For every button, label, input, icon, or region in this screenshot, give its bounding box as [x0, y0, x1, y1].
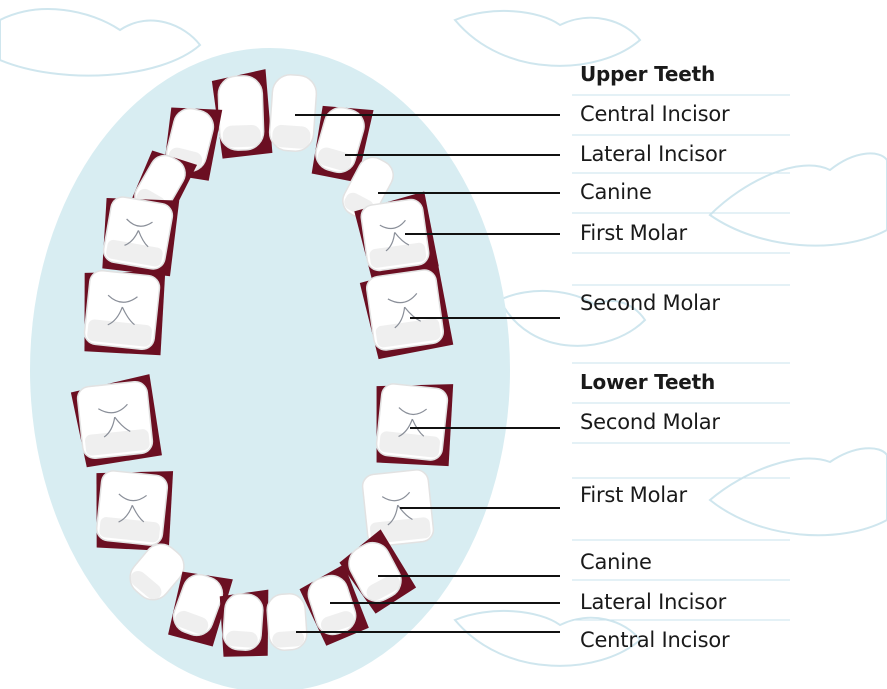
upper-right-central-incisor-tooth [268, 74, 317, 153]
lip-outline-icon [710, 448, 887, 535]
lip-outline-icon [455, 11, 640, 66]
upper-teeth-heading: Upper Teeth [580, 62, 715, 86]
tooth-shading [222, 125, 261, 148]
lip-outline-icon [0, 9, 200, 76]
lower-left-central-incisor-tooth [216, 586, 273, 659]
lower-lateral-incisor-label: Lateral Incisor [580, 590, 726, 614]
lower-right-central-incisor-tooth [266, 593, 308, 652]
lower-left-first-molar-tooth [89, 463, 177, 555]
lower-central-incisor-label: Central Incisor [580, 628, 729, 652]
upper-lateral-incisor-label: Lateral Incisor [580, 142, 726, 166]
upper-left-second-molar-tooth [77, 263, 170, 359]
upper-left-first-molar-tooth [94, 188, 183, 280]
label-separators [572, 95, 790, 620]
lower-teeth-heading: Lower Teeth [580, 370, 715, 394]
upper-first-molar-label: First Molar [580, 221, 687, 245]
upper-central-incisor-label: Central Incisor [580, 102, 729, 126]
lower-canine-label: Canine [580, 550, 652, 574]
lower-second-molar-label: Second Molar [580, 410, 720, 434]
lower-right-second-molar-tooth [369, 376, 458, 470]
upper-second-molar-label: Second Molar [580, 291, 720, 315]
upper-canine-label: Canine [580, 180, 652, 204]
tooth-shading [272, 124, 311, 149]
tooth-shading [225, 630, 258, 648]
lower-first-molar-label: First Molar [580, 483, 687, 507]
lip-outline-icon [710, 153, 887, 245]
